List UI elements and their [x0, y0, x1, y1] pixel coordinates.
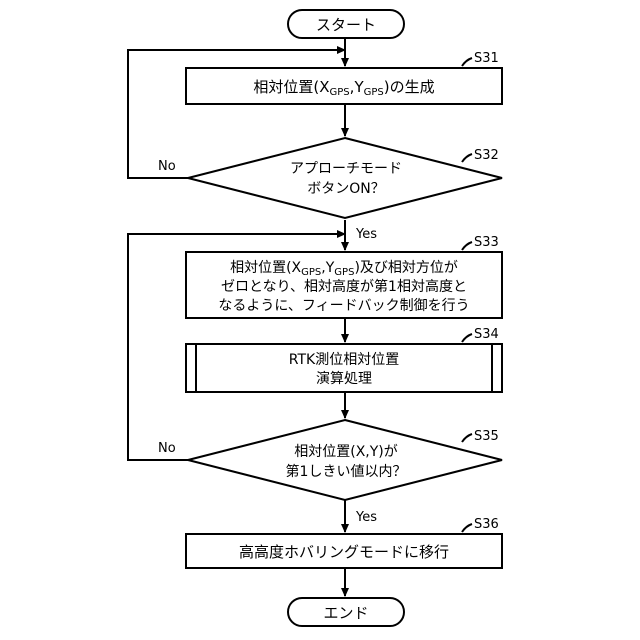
end-label: エンド [323, 604, 368, 622]
s35-yes-label: Yes [355, 510, 377, 525]
leader-s32 [462, 154, 472, 162]
s32-yes-label: Yes [355, 227, 377, 242]
s31-box [186, 68, 502, 104]
s32-step-id: S32 [474, 148, 499, 163]
leader-s34 [462, 334, 472, 342]
s34-line2: 演算処理 [316, 371, 372, 387]
s36-label: 高高度ホバリングモードに移行 [239, 543, 449, 561]
s32-line1: アプローチモード [290, 161, 402, 177]
leader-s36 [462, 524, 472, 532]
leader-s31 [462, 58, 472, 66]
s35-diamond [188, 420, 502, 500]
s35-line2: 第1しきい値以内？ [286, 463, 407, 480]
s35-step-id: S35 [474, 429, 499, 444]
start-label: スタート [316, 16, 376, 34]
s31-step-id: S31 [474, 51, 499, 66]
leader-s35 [462, 434, 472, 442]
s35-line1: 相対位置(X,Y)が [294, 444, 398, 460]
s32-no-label: No [158, 159, 176, 174]
s35-no-label: No [158, 441, 176, 456]
s32-diamond [188, 138, 502, 218]
s33-step-id: S33 [474, 235, 499, 250]
leader-s33 [462, 242, 472, 250]
s34-line1: RTK測位相対位置 [289, 352, 399, 368]
s32-line2: ボタンON？ [307, 181, 385, 197]
s36-step-id: S36 [474, 517, 499, 532]
s33-line3: なるように、フィードバック制御を行う [218, 298, 469, 314]
s33-line2: ゼロとなり、相対高度が第1相対高度と [221, 278, 467, 295]
s34-step-id: S34 [474, 327, 499, 342]
